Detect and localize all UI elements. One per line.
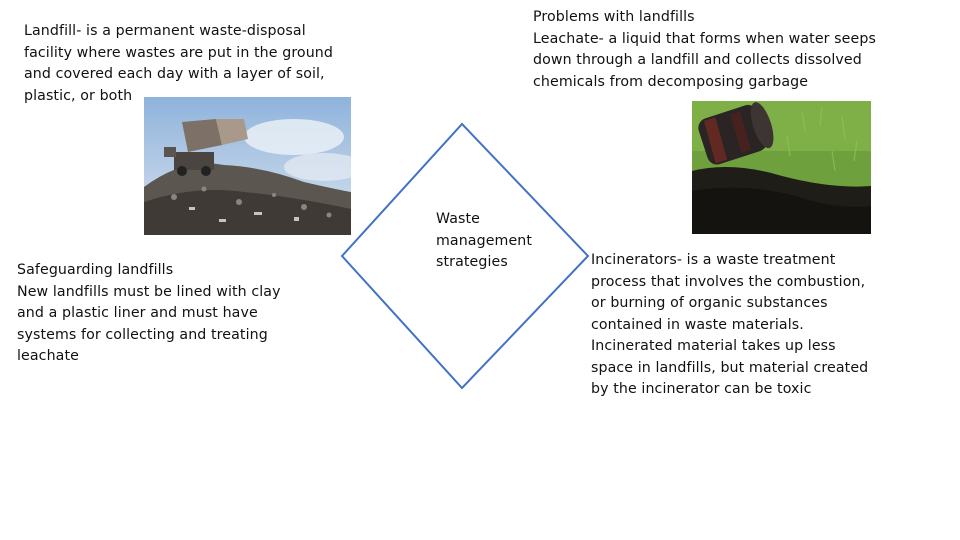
text-line: New landfills must be lined with clay <box>17 283 281 300</box>
text-line: Waste <box>436 211 480 227</box>
text-line: strategies <box>436 254 508 270</box>
safeguarding-landfills-text: Safeguarding landfills New landfills mus… <box>17 260 281 368</box>
text-line: Incinerated material takes up less <box>591 338 836 354</box>
text-line: and covered each day with a layer of soi… <box>24 66 325 82</box>
text-line: systems for collecting and treating <box>17 326 268 343</box>
text-line: Landfill- is a permanent waste-disposal <box>24 23 306 39</box>
text-line: down through a landfill and collects dis… <box>533 52 862 68</box>
text-line: chemicals from decomposing garbage <box>533 73 809 90</box>
text-line: Incinerators- is a waste treatment <box>591 252 836 268</box>
text-line: management <box>436 232 533 249</box>
center-diamond-shape <box>340 122 590 390</box>
text-line: or burning of organic substances <box>591 295 828 311</box>
text-line: Safeguarding landfills <box>17 262 174 278</box>
text-line: Leachate- a liquid that forms when water… <box>533 30 876 47</box>
text-line: Problems with landfills <box>533 9 695 25</box>
landfill-photo <box>144 97 351 235</box>
text-line: by the incinerator can be toxic <box>591 381 812 397</box>
text-line: contained in waste materials. <box>591 316 804 333</box>
incinerators-text: Incinerators- is a waste treatment proce… <box>591 250 868 401</box>
landfill-definition-text: Landfill- is a permanent waste-disposal … <box>24 21 333 107</box>
waste-management-strategies-title: Waste management strategies <box>436 209 532 274</box>
text-line: plastic, or both <box>24 87 133 104</box>
leachate-photo <box>692 101 871 234</box>
text-line: process that involves the combustion, <box>591 273 866 290</box>
text-line: and a plastic liner and must have <box>17 305 258 321</box>
text-line: space in landfills, but material created <box>591 359 869 376</box>
text-line: leachate <box>17 348 79 364</box>
text-line: facility where wastes are put in the gro… <box>24 44 334 61</box>
landfill-problems-text: Problems with landfills Leachate- a liqu… <box>533 7 876 93</box>
